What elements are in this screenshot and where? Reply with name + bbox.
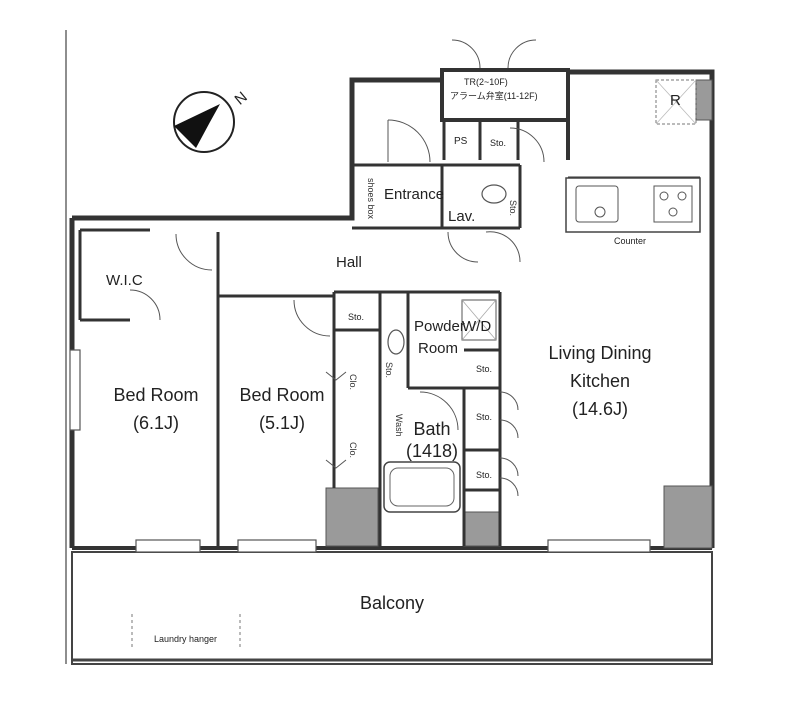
tr-room	[440, 68, 570, 122]
lav-label: Lav.	[448, 208, 476, 225]
kitchen-sink	[575, 185, 619, 223]
bedroom1-name: Bed Room	[113, 385, 199, 405]
balcony-area	[71, 551, 713, 665]
wd-label: W/D	[462, 318, 492, 335]
balcony-label: Balcony	[359, 593, 425, 613]
powder-room-line2: Room	[418, 340, 459, 357]
north-arrow-icon	[173, 91, 235, 153]
entrance-label: Entrance	[384, 186, 445, 203]
ldk-line1: Living Dining	[548, 343, 652, 363]
powder-room-line1: Powder	[414, 318, 465, 335]
columns	[325, 79, 713, 549]
sto-right3-label: Sto.	[476, 470, 493, 480]
clo1-label: Clo.	[348, 374, 358, 391]
washbasin	[481, 184, 507, 204]
laundry-hanger-label: Laundry hanger	[154, 634, 218, 644]
sto-right2-label: Sto.	[476, 412, 493, 422]
counter-label: Counter	[614, 236, 647, 246]
hall-label: Hall	[336, 254, 362, 271]
sto-top-label: Sto.	[490, 138, 507, 148]
bath-name: Bath	[413, 419, 451, 439]
sto-lav-label: Sto.	[508, 200, 518, 217]
stove	[653, 185, 693, 223]
sto-vertical-label: Sto.	[384, 362, 394, 379]
bedroom2-name: Bed Room	[239, 385, 325, 405]
sto-hall-label: Sto.	[348, 312, 365, 322]
windows	[69, 349, 651, 553]
tr-note-line2: アラーム弁室(11-12F)	[450, 91, 538, 101]
wic-label: W.I.C	[106, 272, 143, 289]
kitchen-counter	[565, 177, 701, 233]
tr-note-line1: TR(2~10F)	[464, 77, 508, 87]
ldk-size: (14.6J)	[571, 399, 629, 419]
bath-size: (1418)	[405, 441, 459, 461]
clo2-label: Clo.	[348, 442, 358, 459]
door-swings	[129, 39, 545, 497]
ps-label: PS	[454, 136, 468, 147]
bedroom1-size: (6.1J)	[132, 413, 180, 433]
bedroom2-size: (5.1J)	[258, 413, 306, 433]
sto-right1-label: Sto.	[476, 364, 493, 374]
toilet	[387, 329, 405, 355]
bath-side-label: Wash	[394, 414, 404, 437]
refuse-label: R	[670, 92, 681, 109]
ldk-line2: Kitchen	[569, 371, 631, 391]
washer-box	[461, 299, 497, 341]
shoes-box-label: shoes box	[366, 178, 376, 220]
refuse-box	[655, 79, 697, 125]
bathtub	[383, 461, 461, 513]
